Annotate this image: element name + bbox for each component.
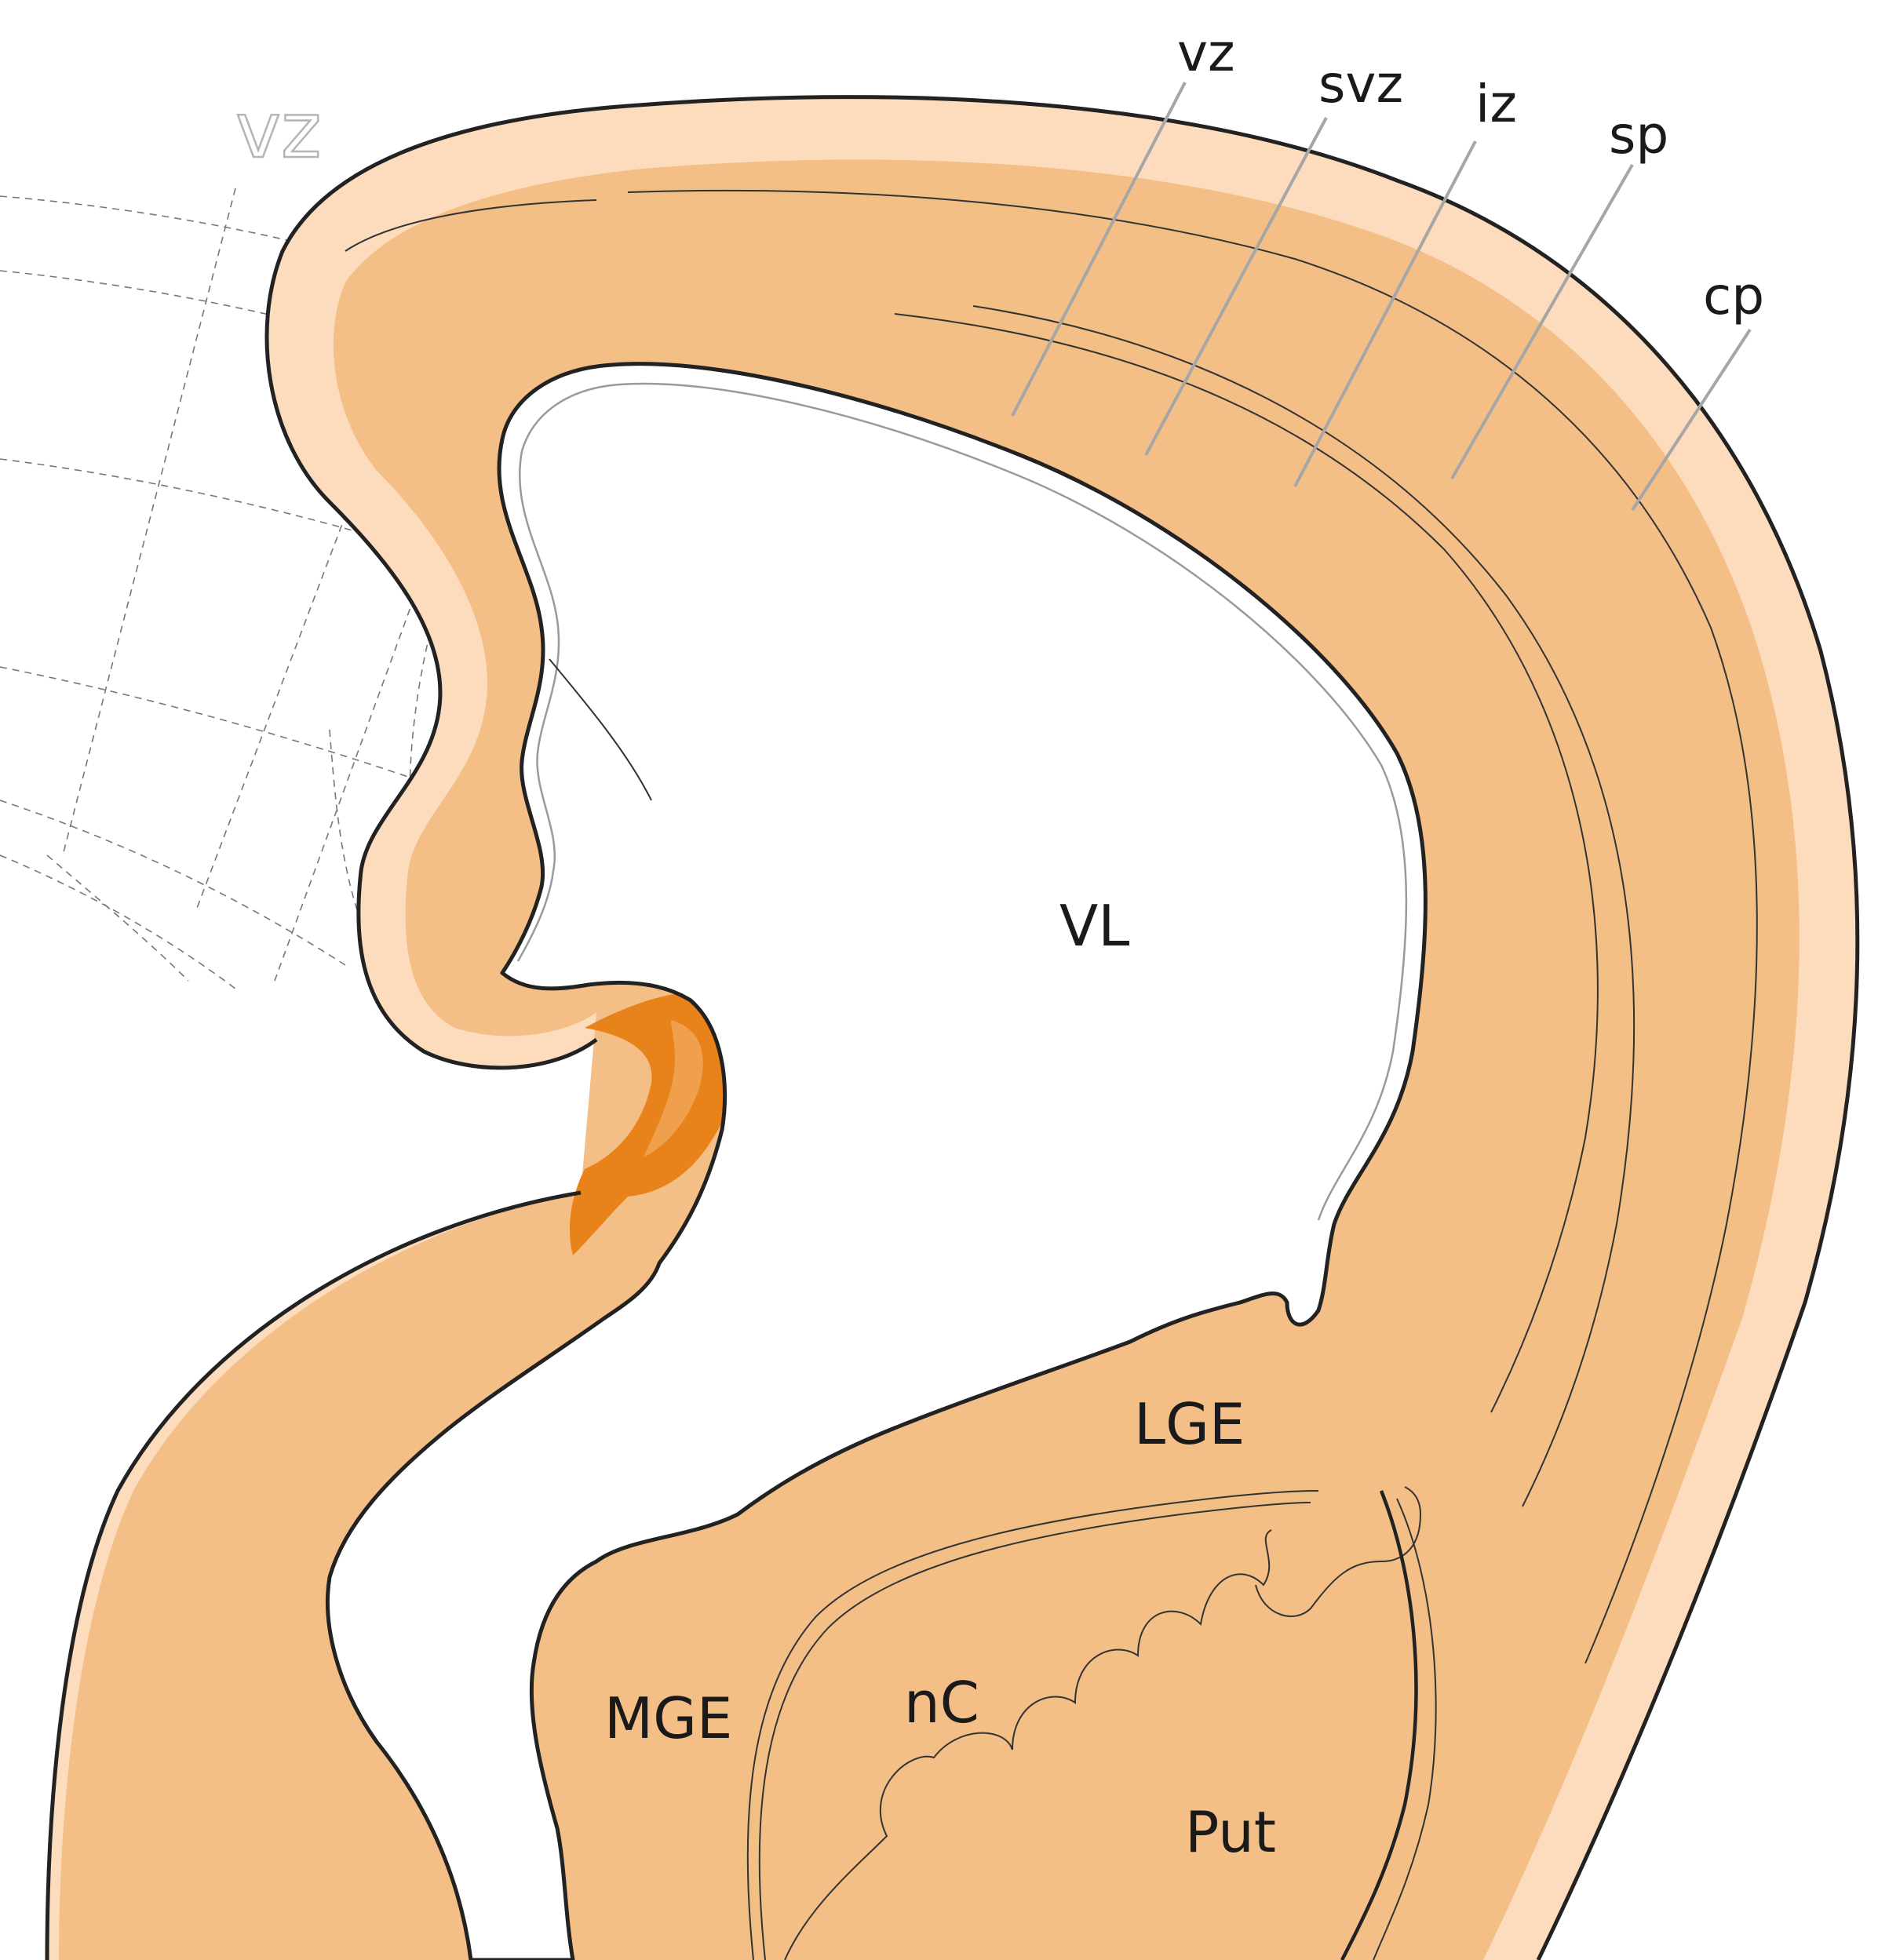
layer-boundaries: [345, 189, 1758, 1664]
section-outline: [264, 95, 1860, 1960]
label-iz: iz: [1475, 74, 1517, 134]
label-lge: LGE: [1134, 1391, 1245, 1457]
label-mge: MGE: [604, 1685, 732, 1751]
ghost-label-vz: vz: [235, 86, 321, 176]
label-sp: sp: [1609, 105, 1668, 166]
label-nc: nC: [904, 1670, 979, 1736]
label-vz: vz: [1177, 23, 1235, 83]
label-cp: cp: [1703, 266, 1764, 326]
label-put: Put: [1185, 1799, 1276, 1865]
label-vl: VL: [1059, 893, 1129, 959]
striatum-outlines: [746, 1486, 1437, 1960]
cortical-hem: [569, 992, 736, 1255]
label-leaders: [1011, 82, 1752, 512]
label-svz: svz: [1318, 54, 1403, 115]
lateral-ventricle: [326, 362, 1428, 1960]
